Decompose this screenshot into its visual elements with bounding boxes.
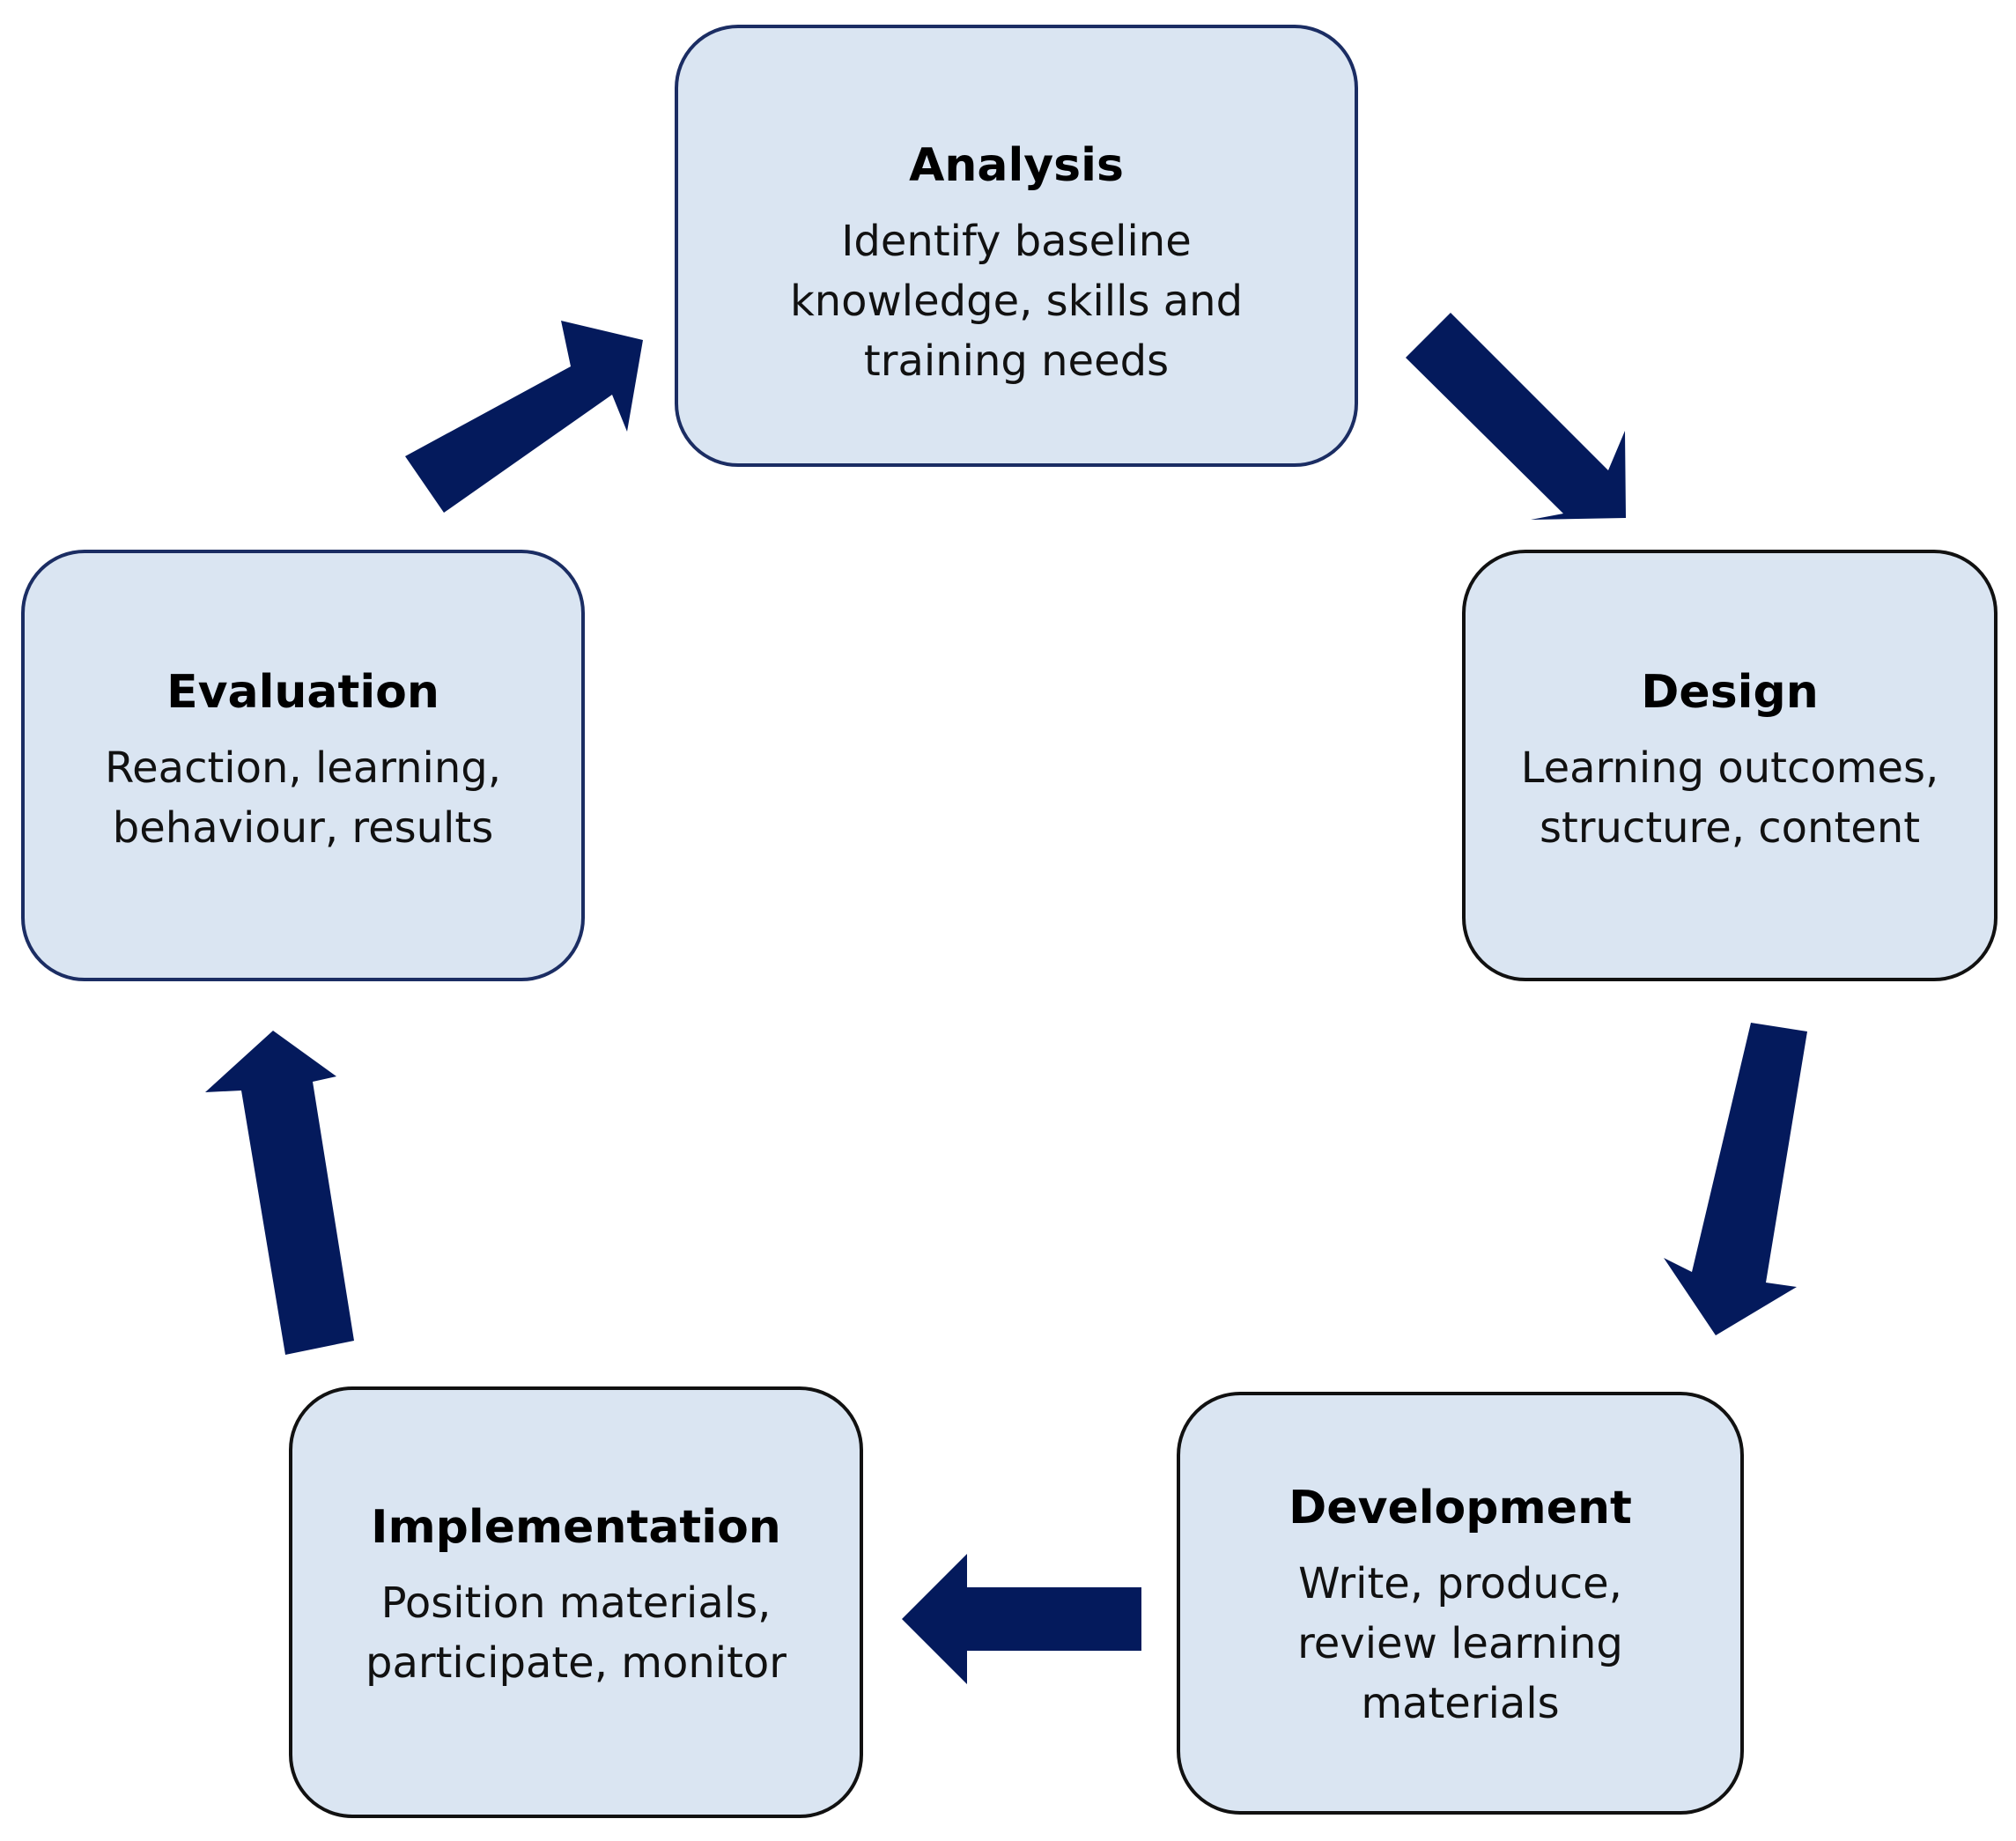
arrow-implementation-to-evaluation	[205, 1031, 354, 1355]
stage-title: Design	[1641, 666, 1819, 719]
stage-description: Position materials, participate, monitor	[365, 1579, 787, 1688]
stage-design: Design Learning outcomes, structure, con…	[1462, 550, 1998, 981]
arrow-development-to-implementation	[902, 1554, 1141, 1684]
stage-title: Development	[1289, 1482, 1632, 1534]
stage-title: Evaluation	[166, 666, 439, 719]
arrow-evaluation-to-analysis	[405, 321, 643, 513]
arrow-design-to-development	[1664, 1023, 1807, 1335]
stage-analysis: Analysis Identify baseline knowledge, sk…	[675, 25, 1358, 467]
stage-description: Reaction, learning, behaviour, results	[104, 743, 502, 853]
stage-title: Implementation	[371, 1501, 781, 1554]
stage-description: Identify baseline knowledge, skills and …	[789, 217, 1244, 386]
stage-description: Write, produce, review learning material…	[1297, 1559, 1623, 1728]
stage-description: Learning outcomes, structure, content	[1520, 743, 1939, 853]
stage-title: Analysis	[909, 139, 1124, 192]
stage-evaluation: Evaluation Reaction, learning, behaviour…	[21, 550, 585, 981]
stage-development: Development Write, produce, review learn…	[1177, 1392, 1744, 1815]
stage-implementation: Implementation Position materials, parti…	[289, 1386, 863, 1818]
arrow-analysis-to-design	[1406, 313, 1626, 520]
